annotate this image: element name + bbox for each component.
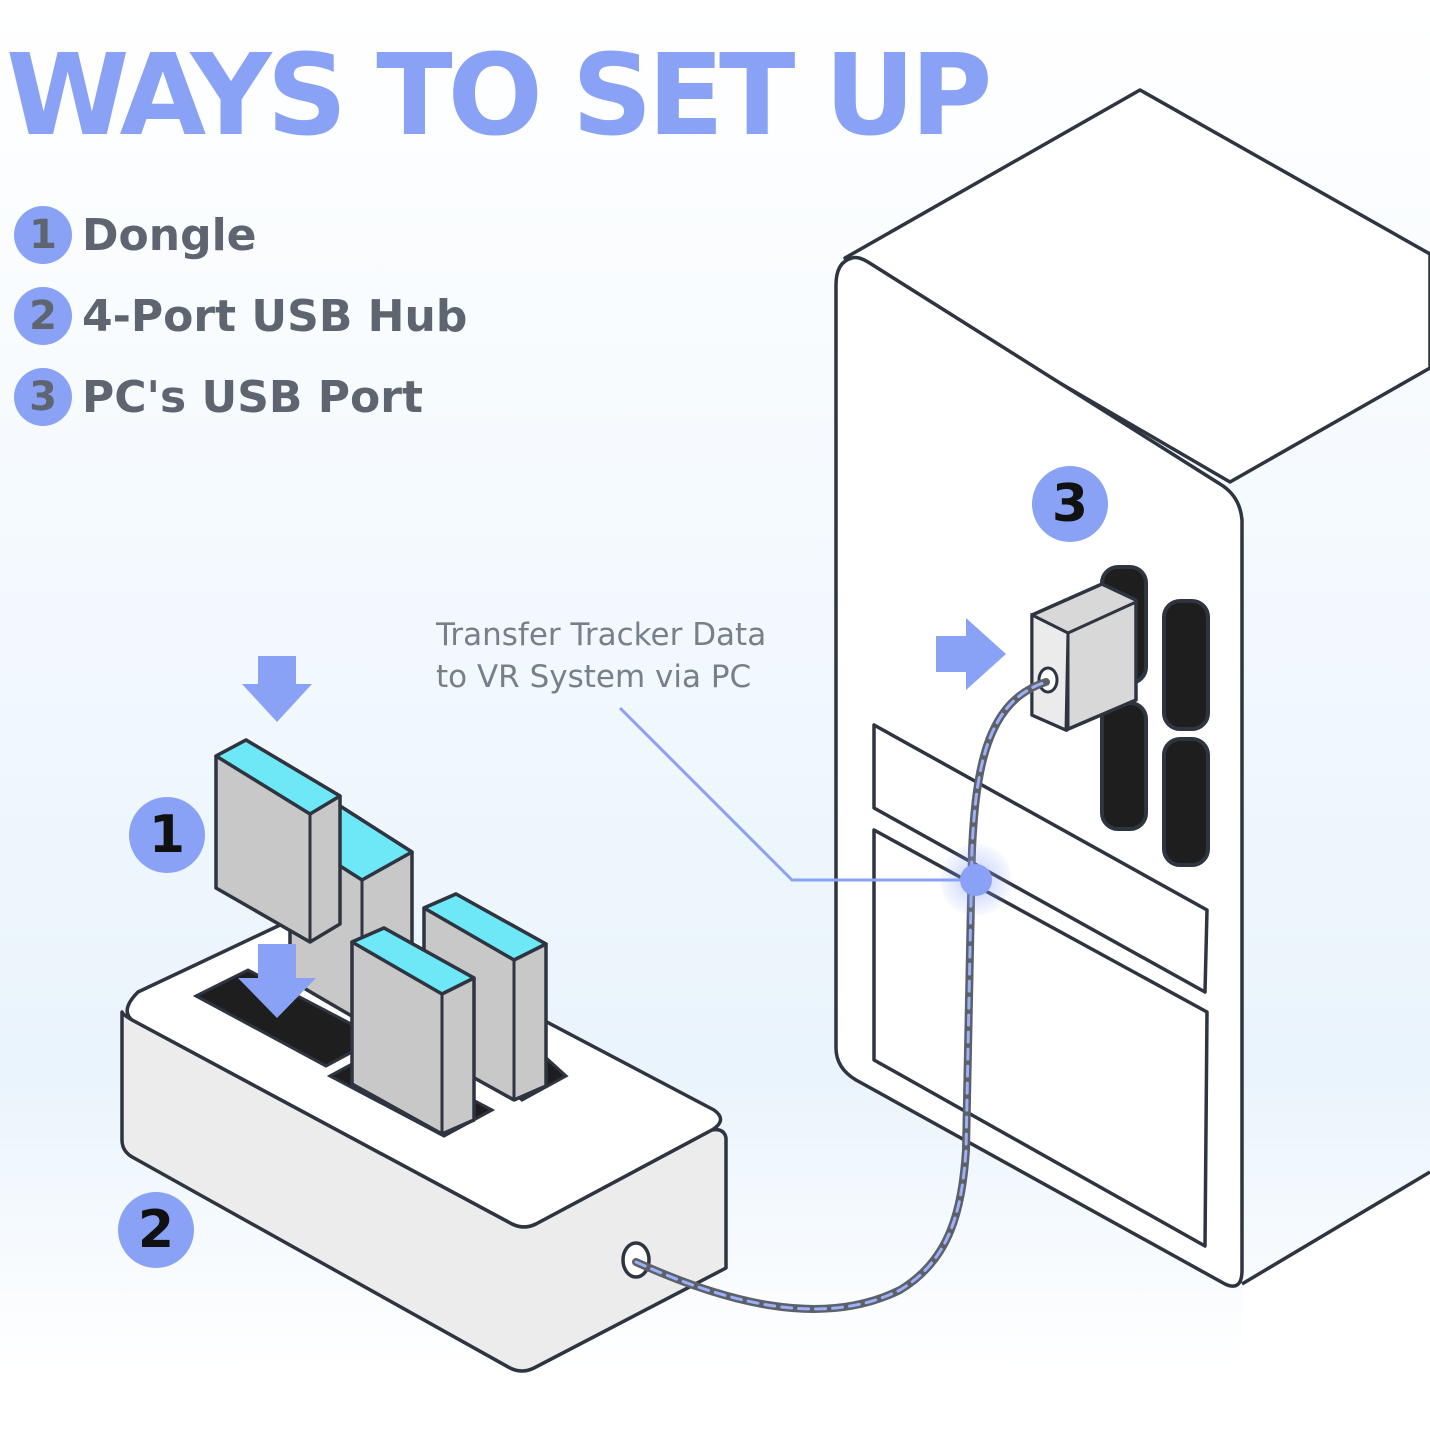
- usb-plug: [1030, 582, 1138, 733]
- legend-item-usb-hub: 2 4-Port USB Hub: [14, 287, 467, 345]
- pc-port-marker-badge: 3: [1032, 466, 1108, 542]
- hub-marker-badge: 2: [118, 1192, 194, 1268]
- callout-label: Transfer Tracker Data to VR System via P…: [436, 614, 766, 698]
- dongle-cap: [422, 892, 548, 962]
- pc-usb-port: [1162, 599, 1210, 731]
- dongle: [350, 926, 476, 1136]
- dongle-cap: [214, 738, 342, 816]
- dongle-cap: [350, 926, 476, 996]
- drive-bay-panel: [872, 828, 1209, 1248]
- dongle: [214, 738, 342, 944]
- pc-usb-port: [1100, 701, 1148, 831]
- usb-hub-front: [120, 1010, 728, 1373]
- callout-leader: [618, 706, 976, 882]
- legend-number-badge: 3: [14, 368, 72, 426]
- callout-dot: [960, 864, 992, 896]
- right-arrow-icon: [936, 618, 1006, 690]
- legend-number-badge: 1: [14, 206, 72, 264]
- down-arrow-icon: [238, 944, 316, 1018]
- setup-legend: 1 Dongle 2 4-Port USB Hub 3 PC's USB Por…: [14, 206, 467, 449]
- usb-cable: [632, 678, 1050, 1313]
- pc-tower-side: [1242, 1170, 1430, 1430]
- legend-label: PC's USB Port: [82, 371, 423, 423]
- callout-line-2: to VR System via PC: [436, 659, 752, 695]
- callout-line-1: Transfer Tracker Data: [436, 617, 767, 653]
- legend-item-dongle: 1 Dongle: [14, 206, 467, 264]
- legend-label: 4-Port USB Hub: [82, 290, 468, 342]
- dongle-marker-badge: 1: [129, 797, 205, 873]
- legend-item-pc-usb-port: 3 PC's USB Port: [14, 368, 467, 426]
- dongle-group: [214, 738, 548, 1136]
- pc-usb-port: [1162, 737, 1210, 867]
- legend-label: Dongle: [82, 209, 257, 261]
- down-arrow-icon: [242, 656, 312, 722]
- drive-bay-slot: [872, 723, 1209, 994]
- page-title: WAYS TO SET UP: [6, 31, 992, 161]
- pc-tower: [834, 88, 1430, 1430]
- legend-number-badge: 2: [14, 287, 72, 345]
